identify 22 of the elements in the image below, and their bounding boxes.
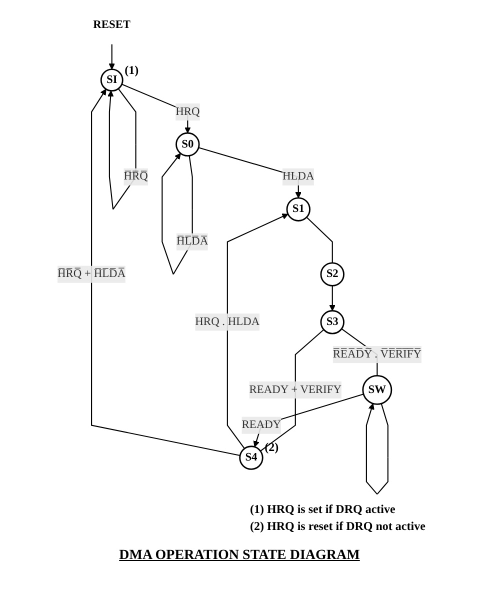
edge-label: READY (242, 416, 282, 434)
footnote: (2) HRQ is reset if DRQ not active (250, 519, 426, 534)
caption: DMA OPERATION STATE DIAGRAM (118, 548, 361, 564)
state-circle: S2 (320, 262, 344, 286)
reset-label: RESET (93, 18, 131, 31)
state-circle: SW (362, 374, 392, 405)
state-circle: S1 (286, 197, 310, 222)
edge-label: READY + VERIFY (249, 381, 342, 399)
footnote: (1) HRQ is set if DRQ active (250, 502, 396, 517)
footnote-mark: (1) (124, 63, 139, 78)
state-circle: S3 (320, 310, 344, 334)
edge-label: H̅R̅Q̅ (124, 168, 148, 186)
edge-label: H̅L̅D̅A̅ (176, 233, 208, 250)
edge-label: HRQ . HLDA (195, 314, 260, 331)
edge-label: HRQ (176, 103, 200, 120)
footnote-mark: (2) (264, 440, 279, 456)
edge-label: R̅E̅A̅D̅Y̅ . V̅E̅R̅I̅F̅Y̅ (332, 346, 422, 364)
state-circle: S4 (239, 446, 264, 470)
state-circle: S0 (176, 132, 200, 157)
edge-label: HLDA (282, 168, 314, 186)
state-circle: SI (100, 68, 124, 92)
edge-label: H̅R̅Q̅ + H̅L̅D̅A̅ (58, 266, 126, 283)
